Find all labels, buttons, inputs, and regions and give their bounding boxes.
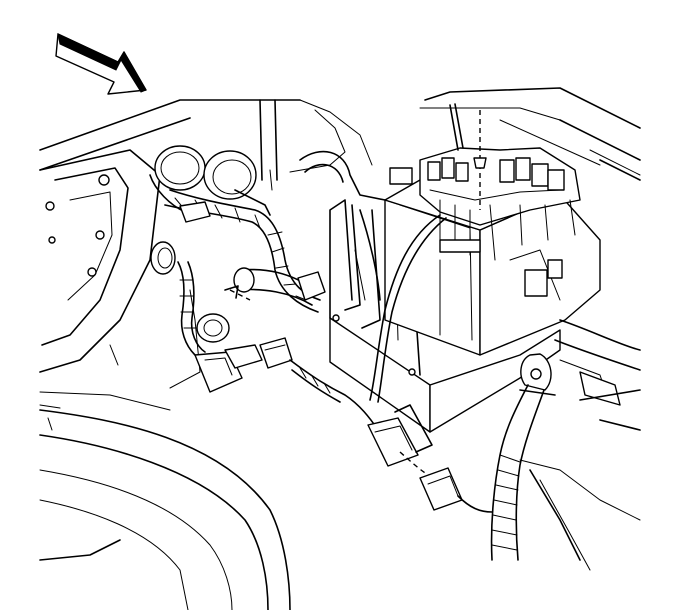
wheelhouse <box>39 289 291 610</box>
mounting-stud <box>449 103 487 210</box>
body-panel-structure <box>39 87 641 181</box>
underhood-fuse-block <box>389 147 581 261</box>
inner-fender-panel <box>39 149 161 373</box>
right-body-panel <box>39 319 641 571</box>
harness-lower-branch <box>177 261 263 393</box>
wiring-harness <box>149 150 386 313</box>
battery-cable <box>359 209 493 513</box>
grommet-holes <box>150 145 257 275</box>
harness-connector <box>259 337 433 467</box>
ground-cable-assembly <box>490 339 641 561</box>
direction-arrow-icon <box>55 33 147 95</box>
battery-tray <box>329 199 561 433</box>
